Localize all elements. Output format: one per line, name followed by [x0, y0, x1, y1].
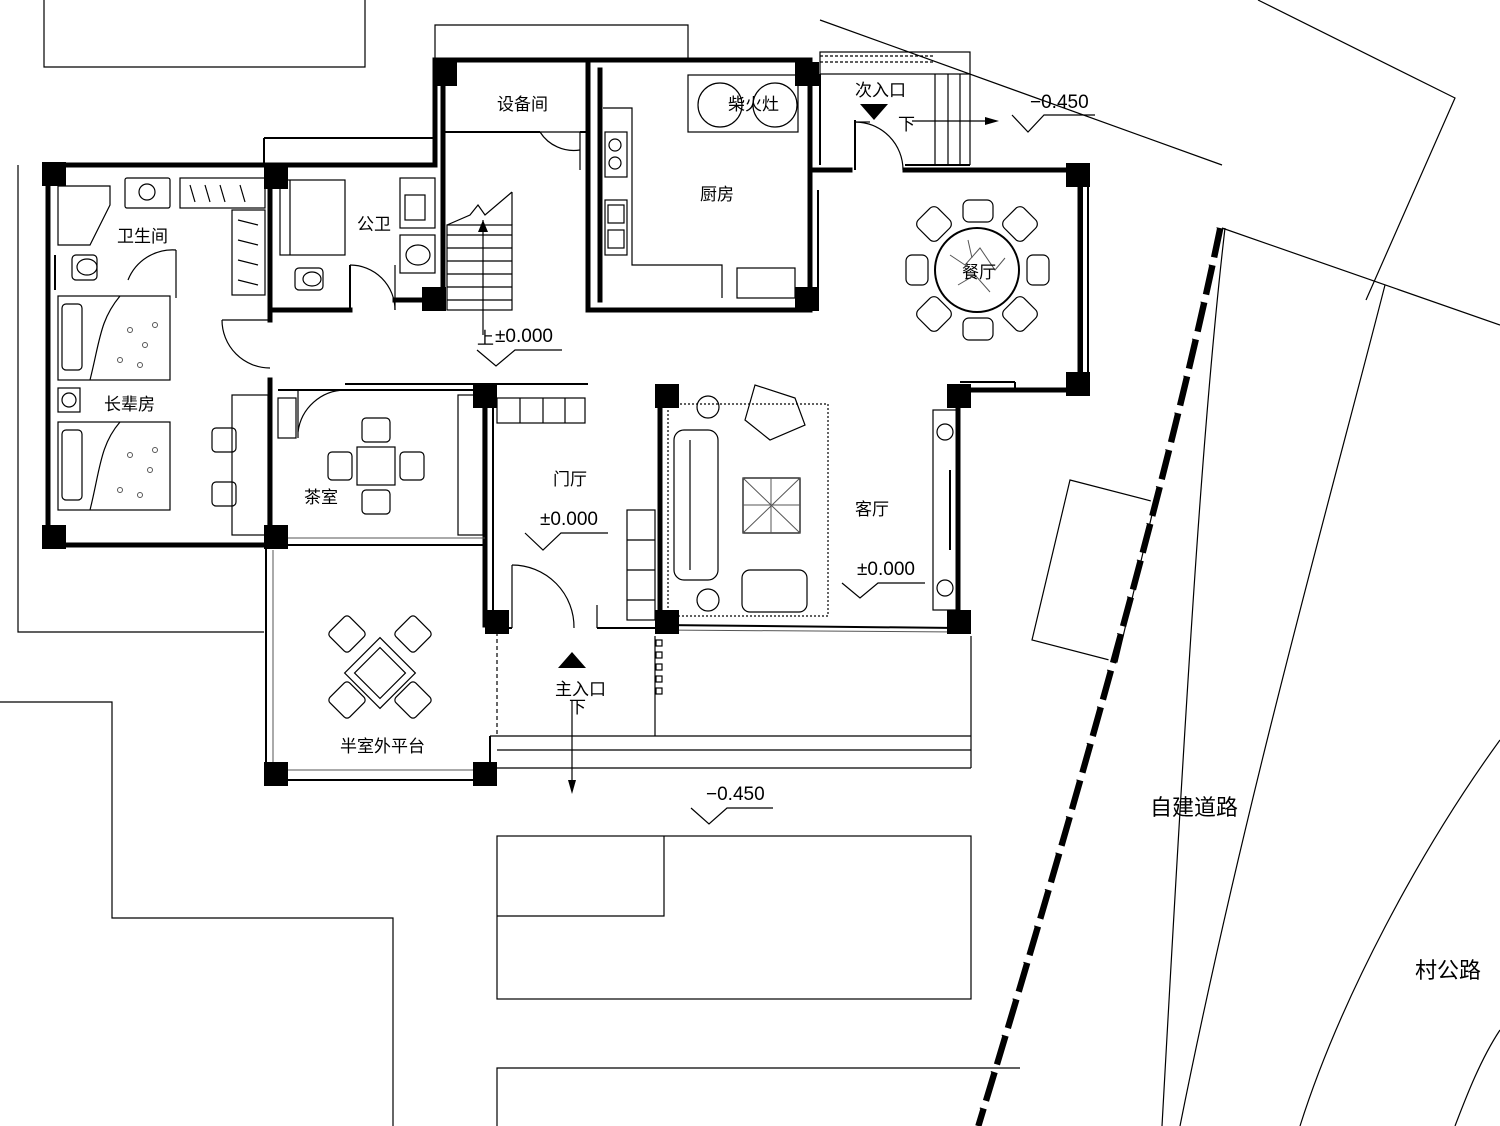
walls: [45, 57, 1089, 781]
road-labels: 自建道路 村公路: [1150, 795, 1481, 983]
living-room-furniture: [667, 384, 959, 617]
level-stair: ±0.000: [495, 326, 553, 347]
terrace-table: [328, 615, 432, 719]
label-main-entrance: 主入口: [555, 680, 606, 699]
label-elder-room: 长辈房: [104, 395, 155, 414]
label-tea-room: 茶室: [304, 488, 338, 507]
label-public-toilet: 公卫: [357, 215, 391, 234]
label-main-down: 下: [569, 698, 586, 717]
label-firewood-stove: 柴火灶: [728, 95, 779, 114]
kitchen-fixtures: [603, 74, 799, 299]
foyer-cabinet: [496, 397, 663, 695]
label-living: 客厅: [855, 500, 889, 519]
label-secondary-down: 下: [898, 115, 915, 134]
label-foyer: 门厅: [553, 470, 587, 489]
label-self-built-road: 自建道路: [1150, 795, 1238, 820]
doors: [127, 121, 904, 629]
dining-table: [905, 199, 1050, 341]
level-living: ±0.000: [857, 559, 915, 580]
structural-columns: [42, 62, 1090, 786]
elder-room-furniture: [57, 295, 269, 536]
level-labels: −0.450 ±0.000 ±0.000 ±0.000 −0.450: [495, 92, 1089, 805]
room-labels: 设备间 柴火灶 厨房 次入口 下 卫生间 公卫 餐厅 长辈房 茶室 门厅 客厅 …: [104, 81, 996, 756]
level-secondary: −0.450: [1030, 92, 1089, 113]
tea-room-furniture: [277, 394, 484, 536]
level-foyer: ±0.000: [540, 509, 598, 530]
level-markers: [476, 114, 1095, 825]
entrance-markers: [558, 104, 999, 794]
level-south: −0.450: [706, 784, 765, 805]
label-terrace: 半室外平台: [340, 737, 425, 756]
label-stair-up: 上: [477, 329, 494, 348]
label-bathroom: 卫生间: [117, 227, 168, 246]
label-kitchen: 厨房: [700, 185, 734, 204]
label-village-road: 村公路: [1415, 958, 1481, 983]
stair: [446, 191, 513, 335]
label-dining: 餐厅: [962, 263, 996, 282]
label-secondary-entrance: 次入口: [855, 81, 906, 100]
fixtures: [54, 177, 436, 296]
label-equipment: 设备间: [497, 95, 548, 114]
